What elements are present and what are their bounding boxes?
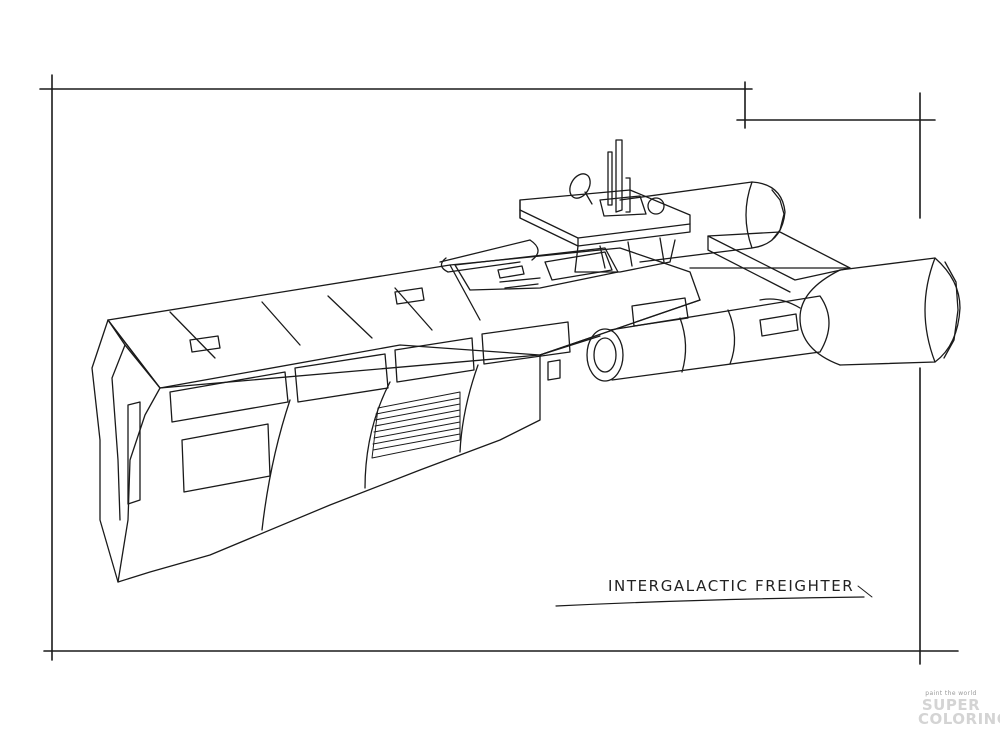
front-long-engine <box>586 295 830 382</box>
bridge-tower <box>519 139 691 273</box>
caption-label: INTERGALACTIC FREIGHTER <box>608 577 855 595</box>
frame-lines <box>39 74 959 665</box>
watermark-logo: paint the world SUPER COLORING <box>918 690 1000 734</box>
watermark-line2: COLORING <box>918 710 1000 728</box>
rear-left-engine <box>439 239 539 273</box>
caption-underline <box>555 596 865 607</box>
watermark-line1: SUPER <box>921 696 981 714</box>
vent-grille <box>371 391 461 459</box>
main-hull <box>91 247 701 583</box>
right-main-engine <box>759 257 961 366</box>
watermark-tagline: paint the world <box>925 690 977 697</box>
engine-strut <box>689 231 851 293</box>
rear-upper-engine <box>619 181 786 263</box>
